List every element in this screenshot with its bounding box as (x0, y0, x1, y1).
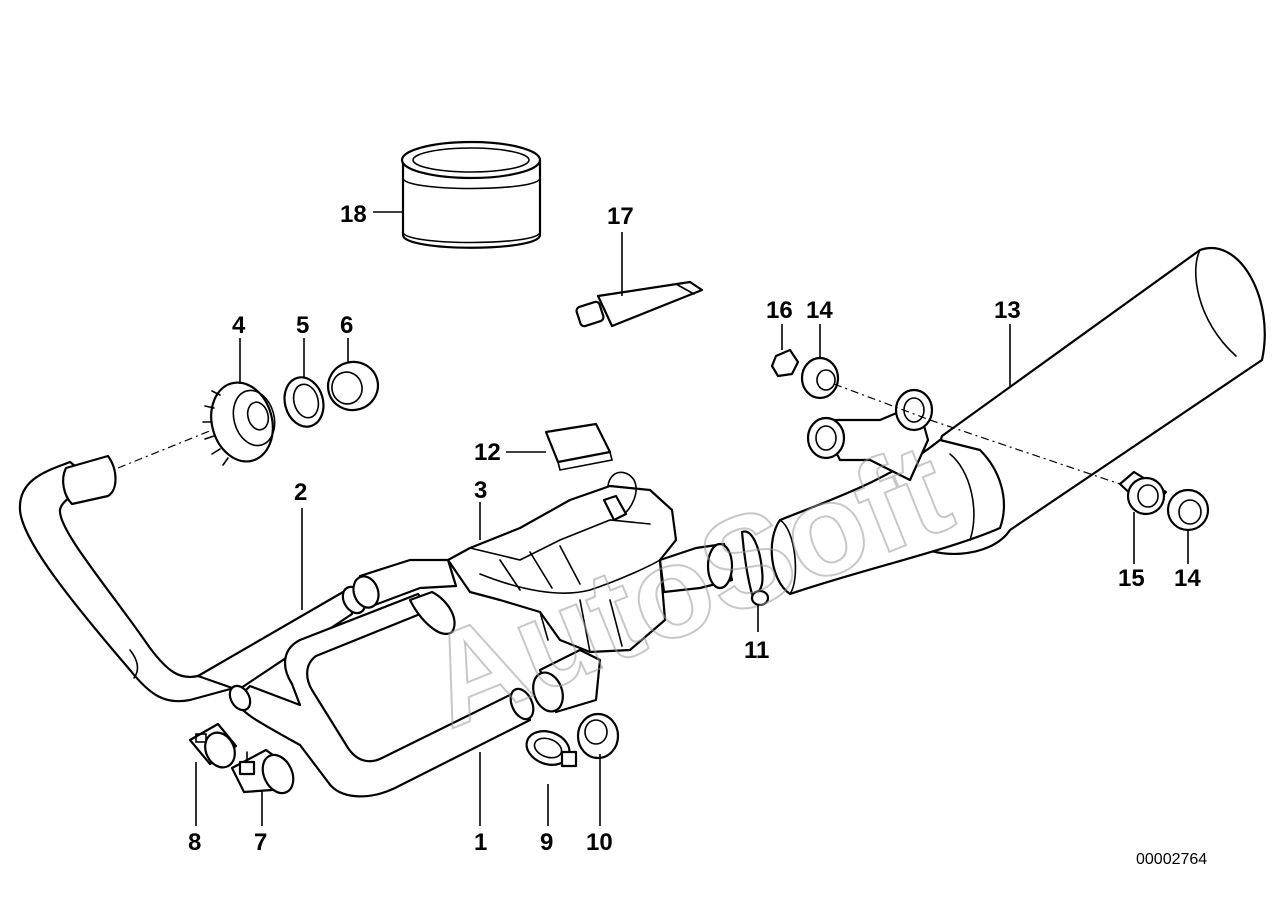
part-18-sleeve (400, 140, 542, 249)
callout-4: 4 (232, 312, 246, 339)
collector-outlet-lower (532, 648, 602, 714)
part-17-paste-tube (575, 280, 704, 328)
callout-16: 16 (766, 297, 793, 324)
callout-10: 10 (586, 829, 613, 856)
callout-3: 3 (474, 477, 487, 504)
part-7-pipe-clamp (230, 748, 295, 795)
part-1-header-pipe (228, 590, 535, 798)
callout-18: 18 (340, 201, 367, 228)
callout-13: 13 (994, 297, 1021, 324)
callout-5: 5 (296, 312, 309, 339)
part-4-ring-nut (202, 381, 276, 466)
collector-inlet-left (352, 558, 458, 609)
part-13-silencer (770, 247, 1266, 596)
collector-outlet-right (658, 542, 734, 594)
part-14-bushing-lower (1166, 488, 1210, 532)
callout-14-upper: 14 (806, 297, 833, 324)
part-8-clamp-sleeve (188, 722, 238, 769)
callout-6: 6 (340, 312, 353, 339)
assembly-line-13-rear (929, 419, 1121, 485)
callout-12: 12 (474, 439, 501, 466)
part-6-gasket (326, 360, 380, 412)
part-11-clamp (740, 530, 770, 607)
callout-2: 2 (294, 479, 307, 506)
leader-lines (195, 211, 1189, 826)
part-2-header-pipe (18, 454, 367, 703)
callout-14-lower: 14 (1174, 565, 1201, 592)
part-16-nut (770, 348, 800, 378)
assembly-line-13-front (833, 383, 931, 421)
callout-15: 15 (1118, 565, 1145, 592)
callout-8: 8 (188, 829, 201, 856)
callout-17: 17 (607, 203, 634, 230)
callout-7: 7 (254, 829, 267, 856)
assembly-line-4 (117, 429, 213, 469)
part-5-ring (283, 376, 325, 428)
part-9-clamp (525, 730, 578, 768)
part-10-sleeve (576, 712, 620, 760)
callout-labels: 18 17 4 5 6 2 3 12 11 16 14 13 15 14 8 7… (188, 201, 1201, 856)
callout-11: 11 (744, 637, 769, 664)
part-15-bushing (1118, 470, 1168, 516)
callout-9: 9 (540, 829, 553, 856)
callout-1: 1 (474, 829, 487, 856)
document-number: 00002764 (1136, 851, 1207, 868)
part-14-bushing-upper (800, 356, 840, 400)
part-12-pad (544, 422, 613, 471)
